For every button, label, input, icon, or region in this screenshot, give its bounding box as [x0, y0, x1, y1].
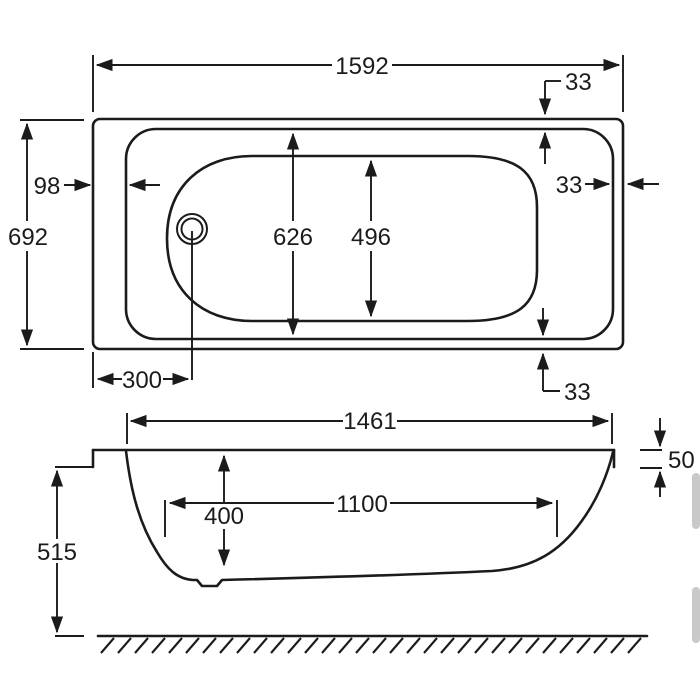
- dim-underside-height: 515: [37, 466, 92, 637]
- dim-label-floor-length: 1100: [336, 491, 388, 518]
- tub-profile: [124, 449, 615, 588]
- tub-inner-rim-outline: [124, 127, 615, 341]
- dim-label-overall-length: 1592: [335, 53, 388, 80]
- side-view: 1461 50 400 1100 515: [37, 408, 695, 654]
- ground: [96, 634, 649, 654]
- dim-top-inner-length: 1461: [126, 408, 613, 444]
- dim-inner-width: 626: [273, 132, 313, 336]
- dim-floor-length: 1100: [164, 491, 558, 537]
- dim-label-overall-width: 692: [8, 224, 48, 251]
- top-view: 1592 692 98 626 496: [8, 53, 659, 406]
- dim-right-rim-inset: 33: [556, 172, 659, 199]
- dim-rim-edge-height: 50: [640, 418, 695, 497]
- dim-label-top-rim-inset: 33: [565, 69, 592, 96]
- dim-floor-width: 496: [351, 159, 391, 318]
- dim-overall-length: 1592: [92, 53, 624, 112]
- tub-floor-outline: [165, 154, 539, 323]
- dim-overall-width: 692: [8, 119, 84, 350]
- dim-label-rim-edge-height: 50: [668, 447, 695, 474]
- scrollbar-thumb-upper[interactable]: [692, 473, 700, 529]
- dim-label-internal-depth: 400: [204, 503, 244, 530]
- dim-label-left-rim-inset: 98: [34, 173, 61, 200]
- dim-drain-offset: 300: [92, 352, 190, 394]
- scrollbar-thumb-lower[interactable]: [692, 587, 700, 643]
- dim-label-bottom-rim-inset: 33: [564, 379, 591, 406]
- tub-outer-rim-outline: [91, 117, 625, 351]
- dim-label-drain-offset: 300: [122, 367, 162, 394]
- dim-label-inner-width: 626: [273, 224, 313, 251]
- dim-left-rim-inset: 98: [34, 173, 160, 200]
- ground-hatching: [100, 637, 642, 654]
- dim-internal-depth: 400: [204, 454, 244, 567]
- dim-top-rim-inset: 33: [538, 69, 592, 164]
- dim-label-floor-width: 496: [351, 224, 391, 251]
- dim-label-underside-height: 515: [37, 539, 77, 566]
- dim-bottom-rim-inset: 33: [536, 308, 591, 406]
- dim-label-top-inner-length: 1461: [343, 408, 396, 435]
- dim-label-right-rim-inset: 33: [556, 172, 583, 199]
